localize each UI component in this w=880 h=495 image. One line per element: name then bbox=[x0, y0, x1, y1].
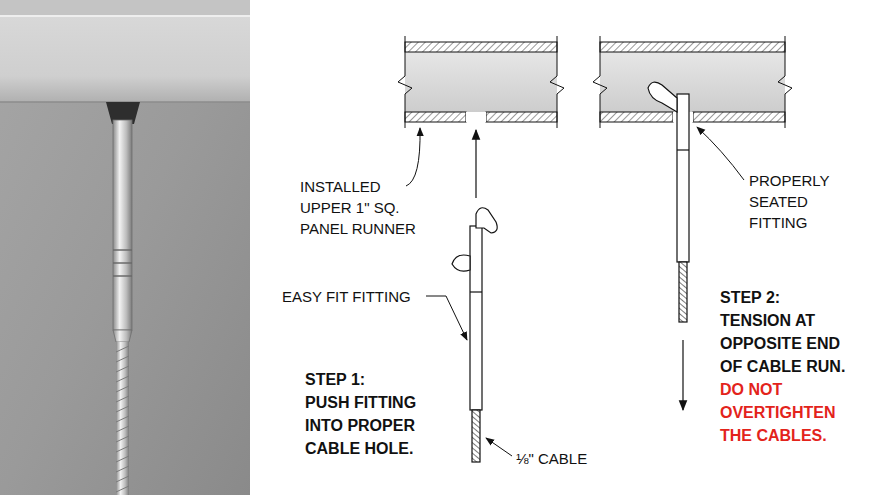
part-label: EASY FIT FITTING bbox=[282, 286, 424, 307]
leader-line bbox=[697, 127, 744, 180]
panel-runner bbox=[593, 36, 792, 128]
panel-runner bbox=[398, 36, 564, 128]
step-heading: STEP 1: bbox=[305, 368, 435, 391]
part-label: PROPERLY SEATED FITTING bbox=[749, 170, 861, 233]
seated-fitting bbox=[648, 82, 689, 322]
tension-arrow bbox=[682, 340, 683, 410]
insert-arrow bbox=[475, 130, 476, 198]
part-label: INSTALLED UPPER 1" SQ. PANEL RUNNER bbox=[300, 176, 425, 239]
easy-fit-fitting bbox=[452, 208, 497, 462]
warning-note: DO NOT OVERTIGHTEN THE CABLES. bbox=[720, 378, 844, 447]
part-label: ⅛" CABLE bbox=[516, 448, 636, 469]
step-text: TENSION AT OPPOSITE END OF CABLE RUN. bbox=[720, 309, 848, 378]
step-text: PUSH FITTING INTO PROPER CABLE HOLE. bbox=[305, 391, 423, 460]
photo-panel bbox=[0, 0, 250, 495]
step-heading: STEP 2: bbox=[720, 286, 860, 309]
leader-line bbox=[406, 128, 420, 186]
leader-line bbox=[486, 438, 512, 456]
leader-line bbox=[426, 296, 467, 340]
